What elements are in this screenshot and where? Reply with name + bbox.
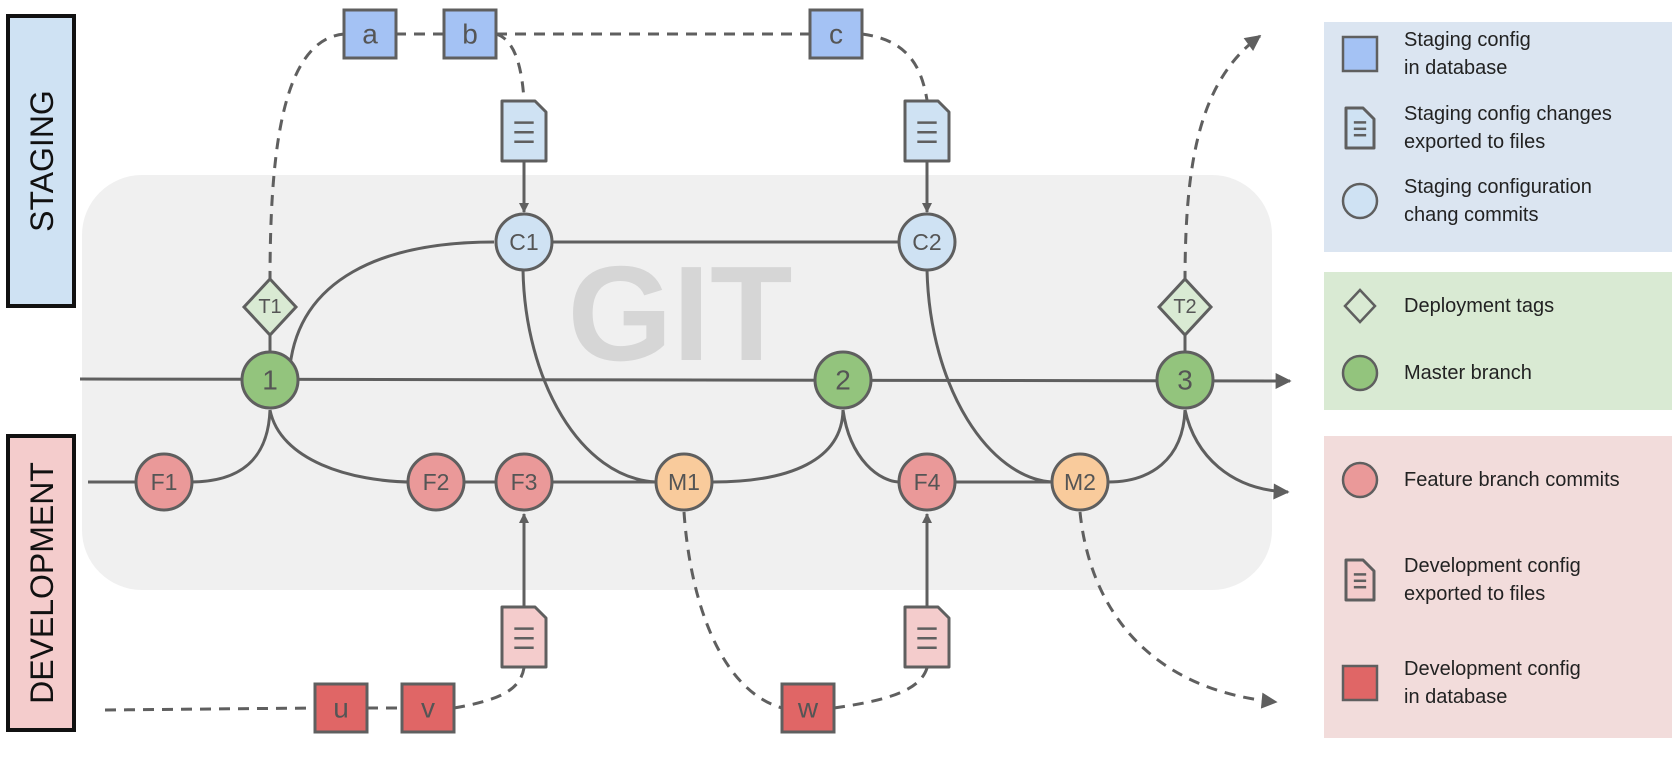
- dev-db-node-w: w: [780, 682, 836, 734]
- feature-commit-F1: F1: [134, 452, 194, 512]
- legend-staging-item-1-line: exported to files: [1404, 131, 1545, 153]
- feature-commit-F2: F2: [406, 452, 466, 512]
- development-label-box: DEVELOPMENT: [6, 434, 76, 732]
- node-label: w: [797, 693, 819, 724]
- diamond-icon: [1343, 288, 1377, 324]
- node-label: a: [362, 19, 378, 50]
- node-label: 3: [1177, 365, 1193, 396]
- node-label: C2: [912, 229, 941, 255]
- m1-to-master2-line: [712, 409, 845, 484]
- circle-icon: [1341, 182, 1379, 220]
- legend-staging-item-0-line: in database: [1404, 57, 1507, 79]
- square-icon: [1341, 664, 1379, 702]
- v-to-file-dashed: [453, 667, 526, 710]
- git-watermark: GIT: [568, 238, 793, 389]
- legend-staging-item-0-line: Staging config: [1404, 29, 1531, 51]
- m2-to-master3-line: [1107, 409, 1187, 484]
- staging-db-node-c: c: [808, 8, 864, 60]
- node-label: C1: [509, 229, 538, 255]
- master-commit-3: 3: [1155, 350, 1215, 410]
- w-to-file-dashed: [833, 667, 929, 710]
- m2-to-dev-arrow: [1078, 511, 1278, 709]
- legend-development-panel: [1324, 436, 1672, 738]
- legend-development-item-2-line: in database: [1404, 686, 1507, 708]
- legend-development-item-2-line: Development config: [1404, 658, 1581, 680]
- legend-master-item-1-line: Master branch: [1404, 362, 1532, 384]
- node-label: F2: [423, 469, 450, 495]
- staging-label: STAGING: [24, 90, 60, 232]
- tag-T1: T1: [241, 276, 299, 338]
- dev-to-u-dashed: [104, 706, 316, 712]
- node-label: b: [462, 19, 478, 50]
- t1-to-a-dashed: [268, 32, 345, 283]
- feature-commit-F3: F3: [494, 452, 554, 512]
- dev-file-icon: [500, 605, 548, 669]
- node-label: M2: [1064, 469, 1096, 495]
- node-label: F3: [511, 469, 538, 495]
- staging-db-node-a: a: [342, 8, 398, 60]
- circle-icon: [1341, 461, 1379, 499]
- merge-commit-M2: M2: [1050, 452, 1110, 512]
- staging-commit-C1: C1: [494, 212, 554, 272]
- node-label: 2: [835, 365, 851, 396]
- staging-label-box: STAGING: [6, 14, 76, 308]
- node-label: 1: [262, 365, 278, 396]
- staging-file-icon: [903, 99, 951, 163]
- c2-to-m2-line: [925, 269, 1053, 484]
- node-label: T2: [1173, 296, 1196, 318]
- legend-development-item-0-line: Feature branch commits: [1404, 469, 1620, 491]
- feature-commit-F4: F4: [897, 452, 957, 512]
- node-label: u: [333, 693, 349, 724]
- legend-master-panel: [1324, 272, 1672, 410]
- staging-file-icon: [500, 99, 548, 163]
- tag-T2: T2: [1156, 276, 1214, 338]
- node-label: T1: [258, 296, 281, 318]
- master3-to-dev-arrow: [1183, 409, 1290, 500]
- master1-to-c1-line: [288, 240, 495, 367]
- master1-to-f2-line: [268, 409, 415, 484]
- legend-staging-panel: [1324, 22, 1672, 252]
- node-label: F1: [151, 469, 178, 495]
- legend-development-item-1-line: exported to files: [1404, 583, 1545, 605]
- node-label: M1: [668, 469, 700, 495]
- dev-db-node-v: v: [400, 682, 456, 734]
- legend-master-item-0-line: Deployment tags: [1404, 295, 1554, 317]
- node-label: v: [421, 693, 435, 724]
- git-area: [82, 175, 1272, 590]
- master-commit-1: 1: [240, 350, 300, 410]
- legend-staging-item-2-line: chang commits: [1404, 204, 1539, 226]
- legend-development-item-1-line: Development config: [1404, 555, 1581, 577]
- f1-to-master1-line: [189, 409, 272, 484]
- circle-icon: [1341, 354, 1379, 392]
- legend-staging-item-1-line: Staging config changes: [1404, 103, 1612, 125]
- file-icon: [1344, 558, 1376, 602]
- b-to-file-dashed: [495, 32, 526, 101]
- file-icon: [1344, 106, 1376, 150]
- staging-commit-C2: C2: [897, 212, 957, 272]
- square-icon: [1341, 35, 1379, 73]
- node-label: F4: [914, 469, 941, 495]
- merge-commit-M1: M1: [654, 452, 714, 512]
- legend-staging-item-2-line: Staging configuration: [1404, 176, 1592, 198]
- development-label: DEVELOPMENT: [24, 462, 60, 704]
- master2-to-f4-line: [841, 409, 901, 484]
- c-to-file-dashed: [861, 32, 929, 101]
- c1-to-m1-line: [521, 269, 657, 484]
- dev-db-node-u: u: [313, 682, 369, 734]
- staging-db-node-b: b: [442, 8, 498, 60]
- dev-file-icon: [903, 605, 951, 669]
- master-commit-2: 2: [813, 350, 873, 410]
- node-label: c: [829, 19, 843, 50]
- t2-to-staging-arrow: [1183, 34, 1262, 283]
